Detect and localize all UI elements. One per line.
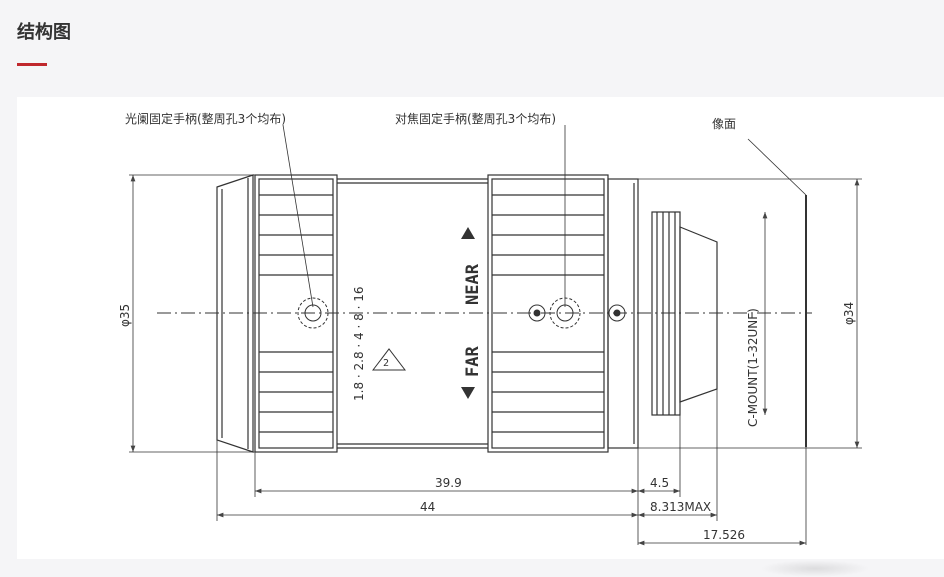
focus-screw-icon <box>528 304 546 322</box>
dim-phi35: φ35 <box>118 304 132 327</box>
dim-39-9: 39.9 <box>435 476 462 490</box>
dim-44: 44 <box>420 500 435 514</box>
image-plane-callout: 像面 <box>712 117 736 131</box>
dimension-lines <box>129 174 862 546</box>
lens-barrel <box>337 178 488 449</box>
focus-ring <box>487 174 609 453</box>
dim-phi34: φ34 <box>842 302 856 325</box>
rear-body <box>607 178 639 449</box>
c-mount-thread <box>651 211 718 416</box>
focus-handle-callout: 对焦固定手柄(整周孔3个均布) <box>395 111 556 126</box>
note-number: 2 <box>383 358 389 369</box>
dim-17-526: 17.526 <box>703 528 745 542</box>
title-underline <box>17 63 47 66</box>
note-triangle <box>371 348 407 371</box>
lens-structure-diagram: 1.8 · 2.8 · 4 · 8 · 16 NEAR FAR 2 C-MOUN… <box>118 111 862 546</box>
dim-8-313max: 8.313MAX <box>650 500 711 514</box>
aperture-scale: 1.8 · 2.8 · 4 · 8 · 16 <box>352 287 366 401</box>
rear-screw-icon <box>608 304 626 322</box>
page-title: 结构图 <box>17 22 71 42</box>
near-label: NEAR <box>463 263 483 305</box>
c-mount-label: C-MOUNT(1-32UNF) <box>746 308 760 427</box>
iris-handle-callout: 光阑固定手柄(整周孔3个均布) <box>125 111 286 126</box>
leader-lines <box>282 124 807 308</box>
iris-ring <box>254 174 338 453</box>
far-label: FAR <box>463 346 483 377</box>
decorative-shadow <box>760 560 870 577</box>
dim-4-5: 4.5 <box>650 476 669 490</box>
direction-arrows <box>461 227 475 399</box>
structure-drawing-panel: 1.8 · 2.8 · 4 · 8 · 16 NEAR FAR 2 C-MOUN… <box>17 97 944 559</box>
front-bezel <box>216 174 254 453</box>
